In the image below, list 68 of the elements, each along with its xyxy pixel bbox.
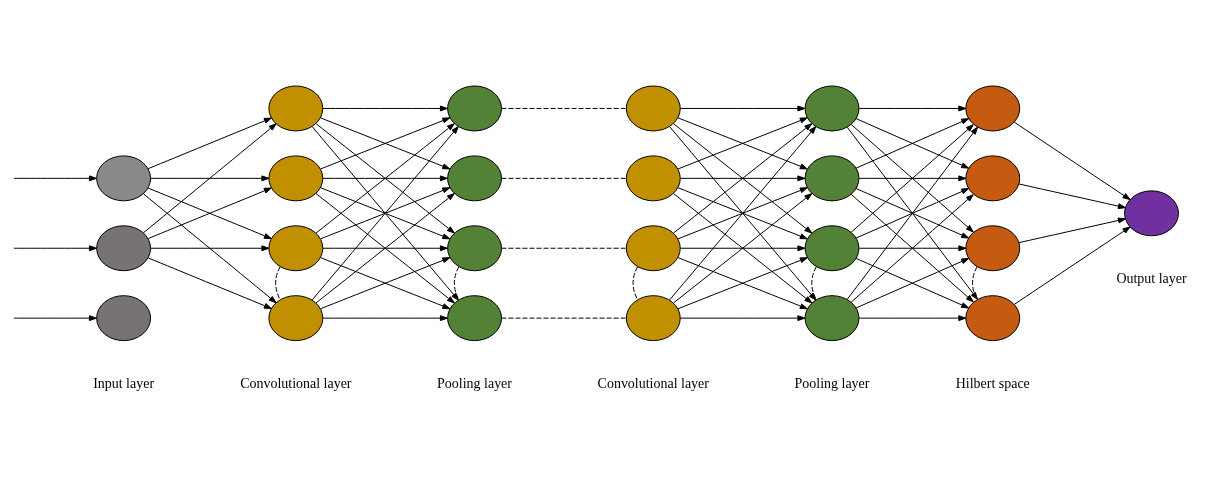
arrow [855, 257, 970, 309]
node-circle [625, 85, 681, 132]
arrow [322, 315, 448, 322]
arrow [142, 193, 277, 304]
arrow [13, 315, 97, 322]
arrow [846, 126, 979, 300]
arrow [677, 257, 808, 310]
arrow [855, 188, 970, 239]
arrow [320, 117, 451, 170]
arrow [679, 175, 806, 182]
label: Hilbert space [955, 375, 1030, 391]
arrow [677, 117, 808, 170]
arrow [147, 187, 272, 240]
label: Pooling layer [437, 375, 512, 391]
label: Pooling layer [794, 375, 870, 391]
arrow [13, 245, 97, 252]
connector [501, 177, 627, 179]
arrow [1018, 217, 1126, 244]
label: Convolutional layer [240, 375, 352, 391]
arrow [150, 175, 270, 182]
node-circle [268, 225, 324, 272]
arrow [679, 315, 806, 322]
arrow [855, 118, 970, 169]
connector [501, 247, 627, 249]
label: Output layer [1116, 270, 1187, 286]
arrow [320, 187, 451, 240]
arrow [147, 117, 272, 170]
arrow [322, 245, 448, 252]
arrow [673, 123, 813, 234]
arrow [850, 124, 974, 233]
arrow [858, 175, 967, 182]
arrow [147, 257, 272, 309]
arrow [142, 123, 277, 234]
arrow [673, 193, 813, 304]
node-circle [268, 155, 324, 202]
arrow [858, 245, 967, 252]
arrow [679, 105, 806, 112]
arrow [1018, 183, 1126, 210]
arrow [322, 175, 448, 182]
arrow [858, 315, 967, 322]
node-circle [625, 225, 681, 272]
label: Input layer [93, 375, 155, 391]
arrow [1013, 121, 1131, 201]
connector [453, 266, 460, 301]
arrow [13, 175, 97, 182]
connector [972, 266, 978, 301]
connector [811, 266, 817, 301]
node-circle [96, 225, 152, 272]
arrow [679, 245, 806, 252]
arrow [315, 123, 455, 234]
arrow [322, 105, 448, 112]
connector [275, 266, 281, 301]
arrow [669, 126, 817, 301]
arrow [320, 257, 451, 310]
label: Convolutional layer [597, 375, 709, 391]
arrow [315, 193, 455, 304]
arrow [1013, 226, 1131, 305]
connector [632, 266, 639, 301]
node-circle [96, 155, 152, 202]
arrow [150, 245, 270, 252]
node-circle [625, 295, 681, 342]
connector [501, 107, 627, 109]
arrow [311, 126, 459, 301]
arrow [858, 105, 967, 112]
connector [501, 317, 627, 319]
arrow [677, 187, 808, 240]
node-circle [625, 155, 681, 202]
node-circle [96, 295, 152, 342]
